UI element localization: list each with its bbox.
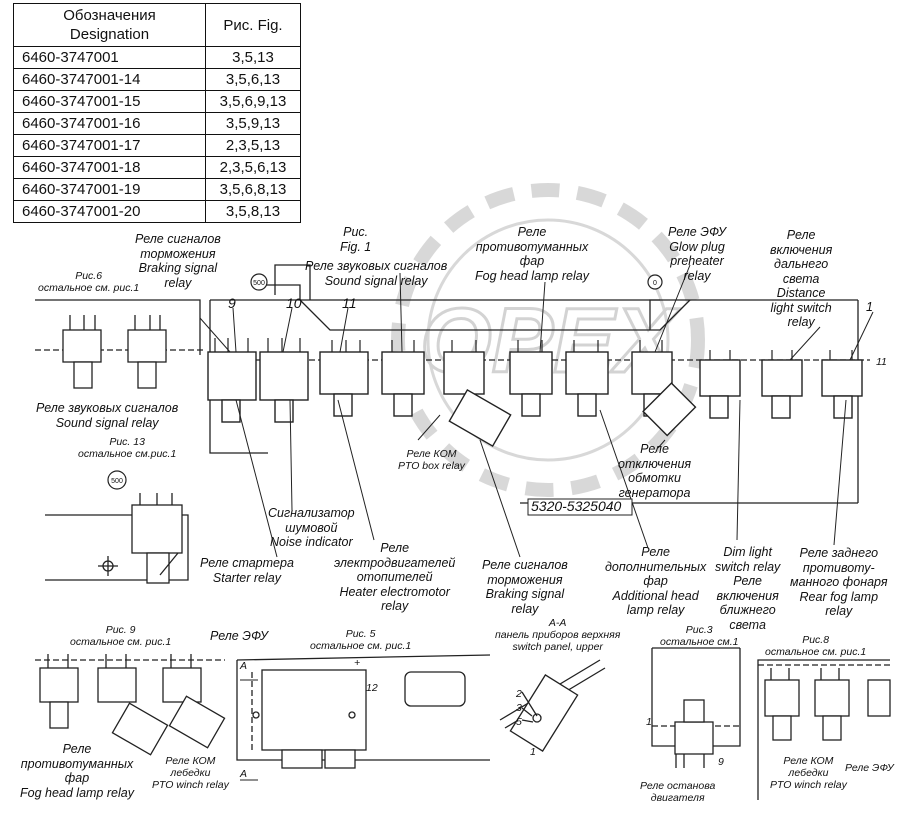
- cell-figures: 3,5,6,8,13: [205, 178, 301, 201]
- cell-figures: 2,3,5,13: [205, 134, 301, 157]
- label-starter: Реле стартера Starter relay: [200, 556, 294, 585]
- cell-designation: 6460-3747001-16: [13, 112, 206, 135]
- callout-1c: 1: [646, 716, 652, 728]
- label-rear-fog: Реле заднего противоту- манного фонаря R…: [790, 546, 888, 618]
- callout-11: 11: [342, 295, 357, 311]
- cell-designation: 6460-3747001-15: [13, 90, 206, 113]
- callout-12: 12: [366, 682, 378, 694]
- tag-500-b: 500: [111, 478, 123, 485]
- label-engine-stop: Реле останова двигателя: [640, 780, 716, 804]
- label-gen-off: Реле отключения обмотки генератора: [618, 442, 692, 500]
- callout-9: 9: [228, 295, 236, 311]
- cell-designation: 6460-3747001: [13, 46, 206, 69]
- label-efu-right: Реле ЭФУ: [845, 762, 894, 774]
- cell-figures: 3,5,8,13: [205, 200, 301, 223]
- inset-fig8: [757, 659, 891, 800]
- label-efu-bottom: Реле ЭФУ: [210, 629, 268, 643]
- label-fig8: Рис.8 остальное см. рис.1: [765, 634, 867, 658]
- cell-designation: 6460-3747001-17: [13, 134, 206, 157]
- label-glow: Реле ЭФУ Glow plug preheater relay: [668, 225, 726, 283]
- cell-figures: 3,5,6,9,13: [205, 90, 301, 113]
- relay-row: [207, 351, 863, 448]
- part-number-box: [527, 498, 633, 516]
- cell-designation: 6460-3747001-20: [13, 200, 206, 223]
- callout-10: 10: [286, 295, 302, 311]
- callout-11b: 11: [876, 356, 887, 368]
- plus-mark: +: [354, 657, 361, 669]
- inset-fig6: [35, 299, 205, 389]
- callout-9b: 9: [718, 756, 724, 768]
- label-fig1: Рис. Fig. 1: [340, 225, 372, 254]
- tag-0: 0: [653, 280, 657, 287]
- label-pto-winch-2: Реле КОМ лебедки PTO winch relay: [770, 755, 847, 791]
- table-header-row: Обозначения Designation Рис. Fig.: [13, 3, 301, 47]
- inset-fig3: [651, 647, 741, 768]
- cell-figures: 3,5,9,13: [205, 112, 301, 135]
- tag-500-a: 500: [253, 280, 265, 287]
- label-noise: Сигнализатор шумовой Noise indicator: [268, 506, 355, 549]
- label-pto-winch-1: Реле КОМ лебедки PTO winch relay: [152, 755, 229, 791]
- label-part-number: 5320-5325040: [531, 498, 622, 514]
- label-braking-bottom: Реле сигналов торможения Braking signal …: [482, 558, 568, 616]
- section-mark-a-bottom: А: [240, 768, 248, 780]
- label-distance: Реле включения дальнего света Distance l…: [770, 228, 833, 329]
- label-fig13: Рис. 13 остальное см.рис.1: [78, 436, 177, 460]
- label-heater: Реле электродвигателей отопителей Heater…: [334, 541, 456, 613]
- section-mark-a-top: А: [240, 660, 248, 672]
- label-fig3: Рис.3 остальное см.1: [660, 624, 739, 648]
- callout-1: 1: [866, 300, 873, 314]
- section-aa: [499, 659, 606, 752]
- callout-1b: 1: [530, 746, 536, 758]
- tags: [107, 273, 663, 490]
- header-designation: Обозначения Designation: [13, 3, 206, 47]
- label-braking-top: Реле сигналов торможения Braking signal …: [135, 232, 221, 290]
- callout-5: 5: [516, 716, 522, 728]
- label-fog-top: Реле противотуманных фар Fog head lamp r…: [475, 225, 589, 283]
- callout-2: 2: [516, 688, 522, 700]
- label-sound-top: Реле звуковых сигналов Sound signal rela…: [305, 259, 448, 288]
- label-additional: Реле дополнительных фар Additional head …: [605, 545, 707, 617]
- cell-designation: 6460-3747001-14: [13, 68, 206, 91]
- header-figures: Рис. Fig.: [205, 3, 301, 47]
- label-sound-left: Реле звуковых сигналов Sound signal rela…: [36, 401, 179, 430]
- label-dim: Dim light switch relay Реле включения бл…: [715, 545, 781, 632]
- cell-designation: 6460-3747001-18: [13, 156, 206, 179]
- leader-lines: [199, 264, 874, 558]
- cell-figures: 2,3,5,6,13: [205, 156, 301, 179]
- label-fog-bottom: Реле противотуманных фар Fog head lamp r…: [20, 742, 134, 800]
- cell-figures: 3,5,6,13: [205, 68, 301, 91]
- cell-designation: 6460-3747001-19: [13, 178, 206, 201]
- inset-fig5: [236, 654, 491, 781]
- label-fig6: Рис.6 остальное см. рис.1: [38, 270, 140, 294]
- label-fig5: Рис. 5 остальное см. рис.1: [310, 628, 412, 652]
- callout-3: 3: [516, 702, 522, 714]
- designation-table: Обозначения Designation Рис. Fig. 6460-3…: [13, 3, 301, 223]
- label-section-aa: А-А панель приборов верхняя switch panel…: [495, 617, 621, 653]
- inset-fig13: [45, 493, 189, 584]
- relay-pins: [214, 338, 853, 360]
- label-pto-box: Реле КОМ PTO box relay: [398, 448, 465, 472]
- inset-fig9: [35, 654, 226, 756]
- label-fig9: Рис. 9 остальное см. рис.1: [70, 624, 172, 648]
- cell-figures: 3,5,13: [205, 46, 301, 69]
